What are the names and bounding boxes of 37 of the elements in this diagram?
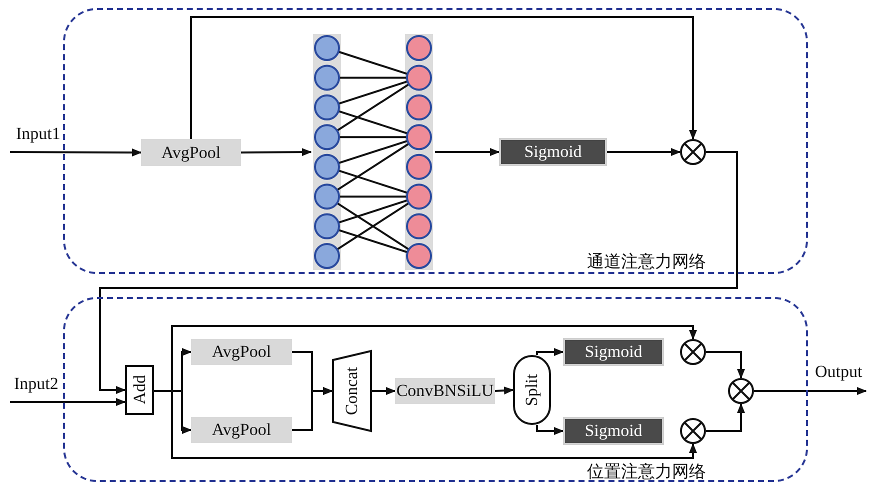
- sigmoid-box: Sigmoid: [499, 138, 607, 166]
- arrow: [10, 148, 142, 156]
- input-label: Input2: [14, 374, 58, 394]
- output-label: Output: [815, 362, 868, 384]
- dashed-group-frame: [63, 8, 808, 274]
- arrow: [754, 387, 867, 395]
- add-box: Add: [125, 365, 154, 415]
- multiply-symbol: [680, 339, 706, 365]
- multiply-symbol: [728, 378, 754, 404]
- input-label: Input1: [16, 124, 60, 144]
- arrow: [494, 386, 514, 394]
- sigmoid-box: Sigmoid: [563, 338, 664, 366]
- concat-trapezoid: Concat: [332, 350, 372, 432]
- multiply-symbol: [680, 418, 706, 444]
- arrow: [607, 148, 681, 156]
- neural-network-drawing: [311, 34, 435, 270]
- arrow: [706, 351, 745, 379]
- arrow: [372, 387, 396, 395]
- sigmoid-box: Sigmoid: [563, 417, 664, 445]
- arrow: [536, 425, 564, 435]
- multiply-symbol: [680, 139, 706, 165]
- arrow: [435, 148, 500, 156]
- split-box: Split: [513, 355, 551, 425]
- process-box: AvgPool: [191, 339, 292, 365]
- arrow: [536, 348, 564, 356]
- dashed-group-frame: [63, 297, 808, 482]
- arrow: [292, 387, 333, 431]
- group-label: 通道注意力网络: [587, 251, 706, 273]
- arrow: [99, 151, 738, 394]
- process-box: AvgPool: [141, 139, 241, 166]
- arrow: [10, 398, 126, 406]
- process-box: ConvBNSiLU: [395, 378, 495, 404]
- arrow: [706, 403, 745, 432]
- process-box: AvgPool: [191, 417, 292, 443]
- arrow: [190, 16, 697, 140]
- group-label: 位置注意力网络: [587, 461, 706, 483]
- arrow: [241, 148, 312, 156]
